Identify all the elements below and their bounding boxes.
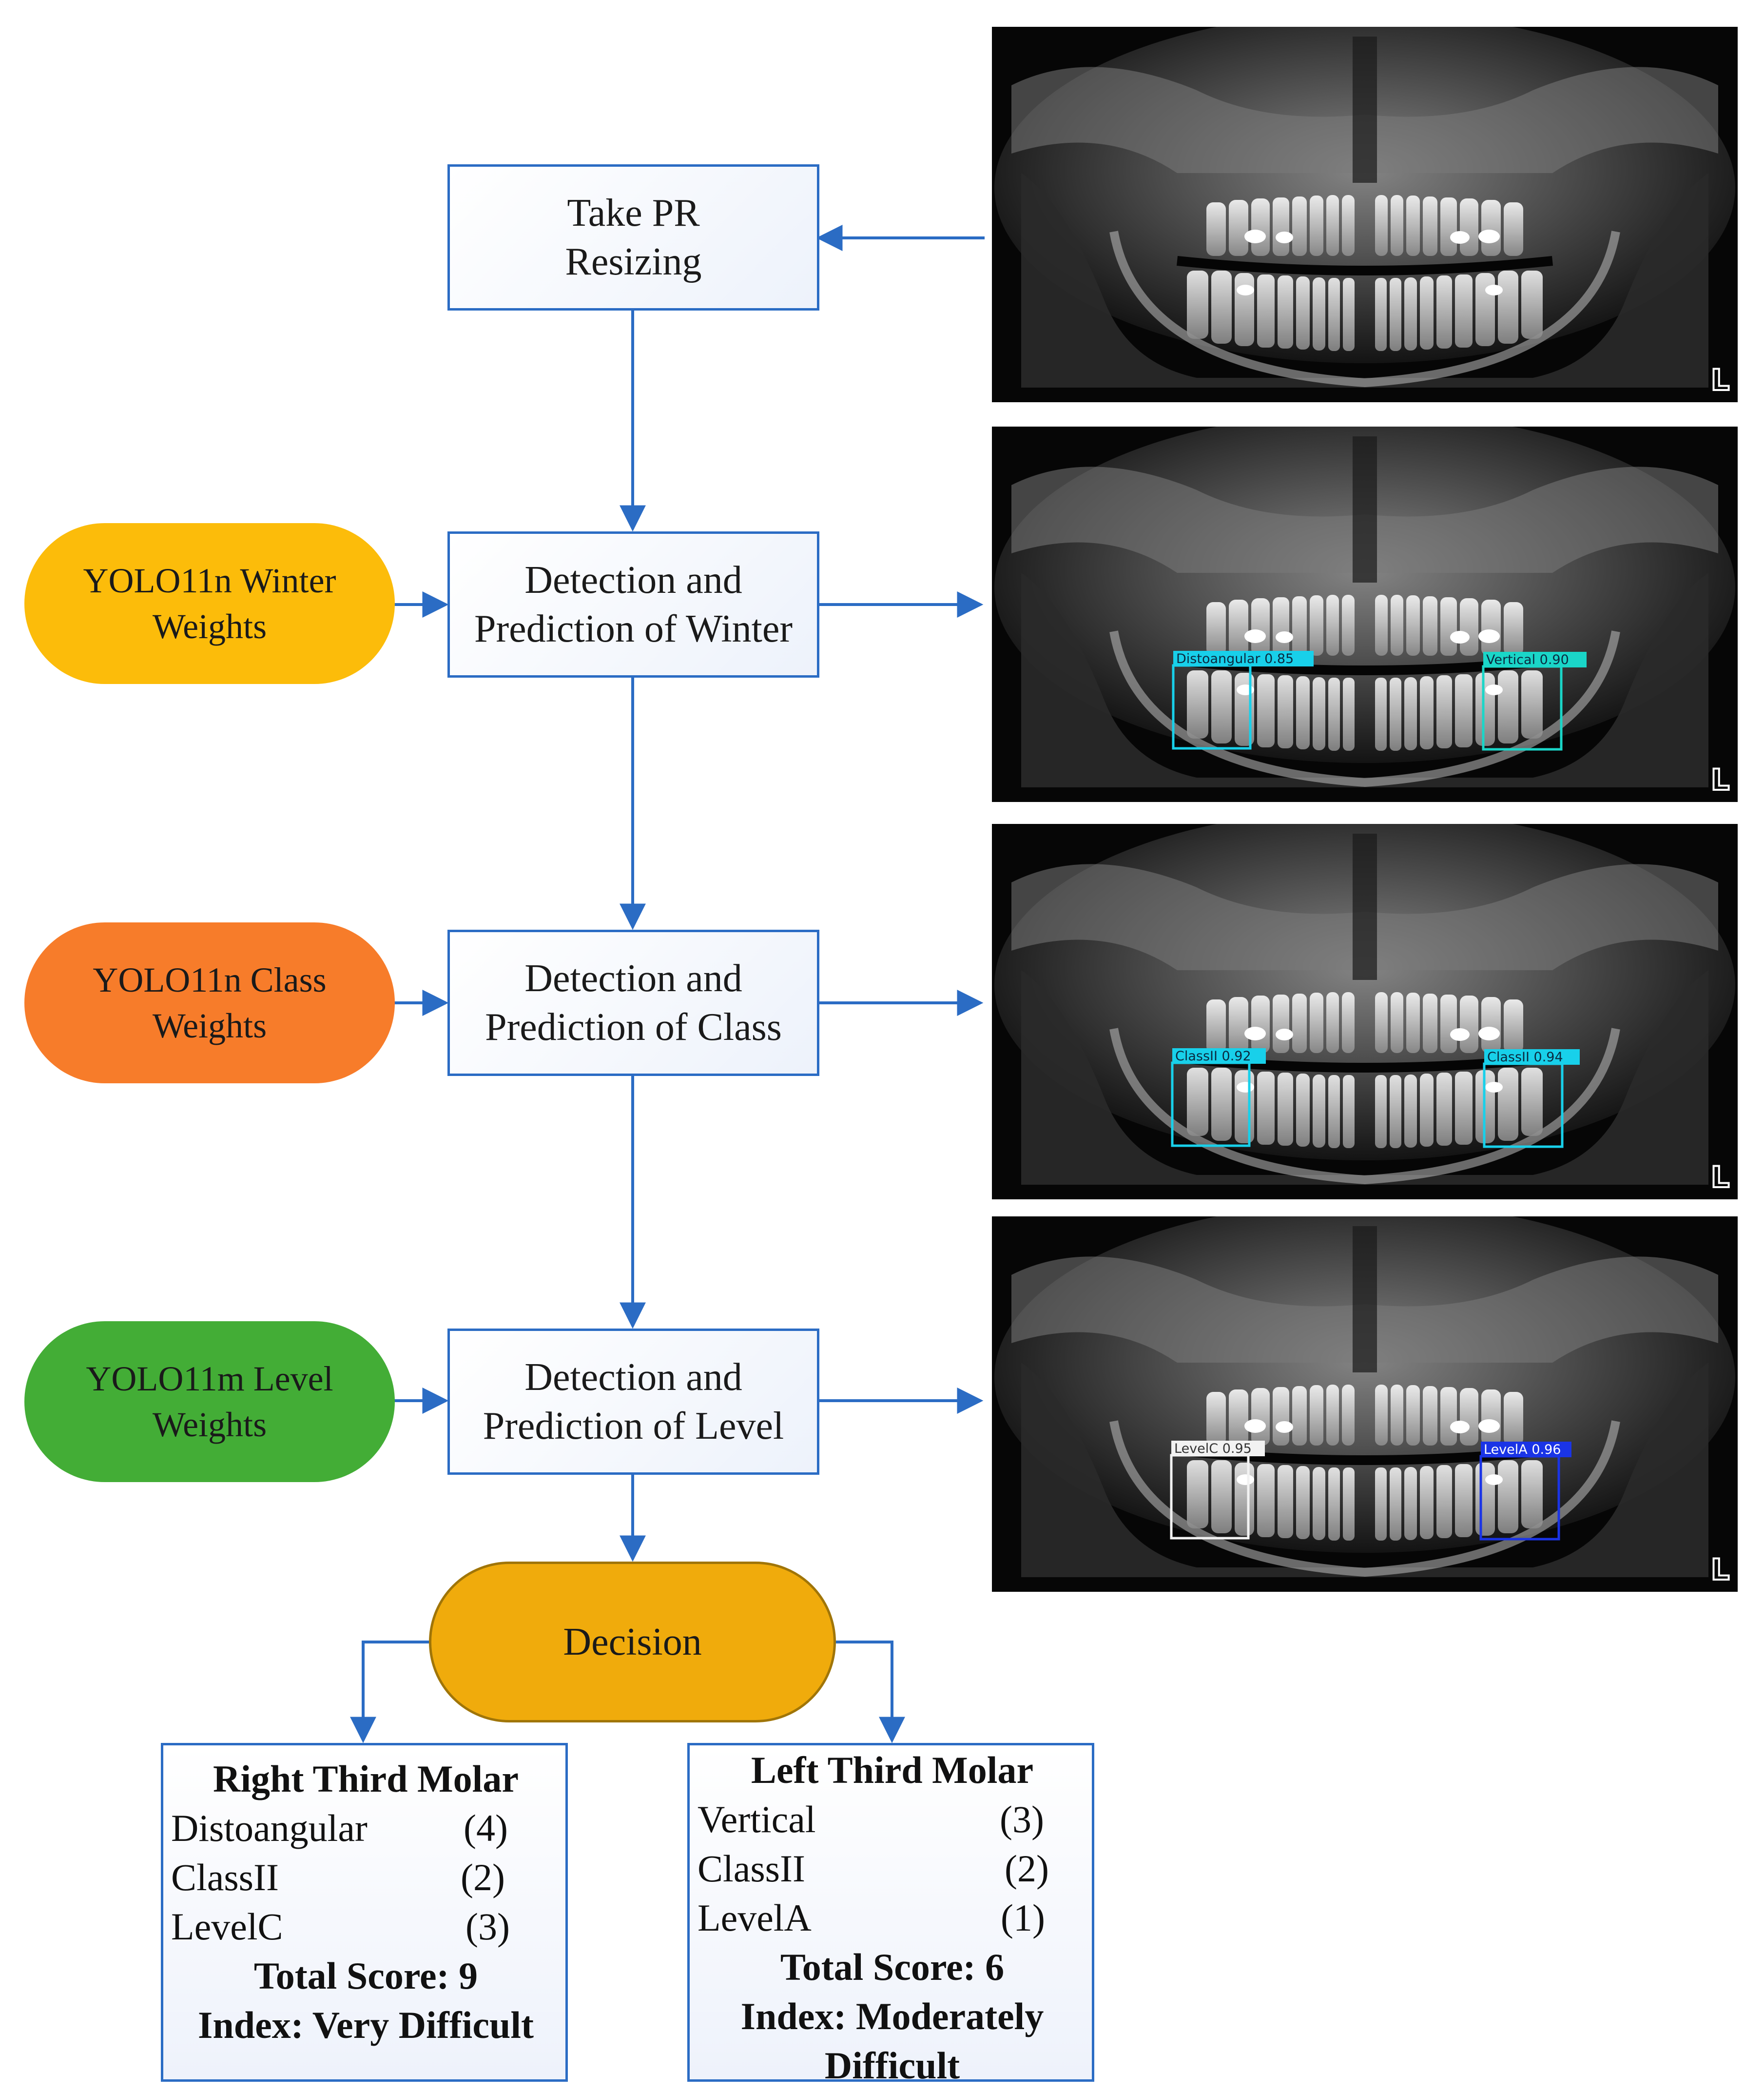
left-molar-row-name: ClassII — [698, 1847, 805, 1890]
left-molar-row-value: (2) — [1005, 1847, 1049, 1890]
panoramic-xray-image: LevelC 0.95 LevelA 0.96 — [992, 1216, 1738, 1592]
right-molar-total: Total Score: 9 — [253, 1955, 478, 1997]
right-molar-row-name: Distoangular — [171, 1807, 368, 1849]
detection-box-right: Distoangular 0.85 — [1172, 651, 1314, 750]
left-molar-row: Vertical (3) — [698, 1795, 1087, 1844]
class-weights-line1: YOLO11n Class — [93, 960, 327, 999]
xray-class-output: ClassII 0.92 ClassII 0.94 — [992, 824, 1738, 1199]
xray-level-output: LevelC 0.95 LevelA 0.96 — [992, 1216, 1738, 1592]
left-molar-row: LevelA (1) — [698, 1893, 1087, 1942]
decision-label: Decision — [563, 1621, 702, 1663]
class-weights-line2: Weights — [152, 1006, 267, 1045]
right-molar-row-value: (3) — [465, 1905, 510, 1948]
left-molar-total: Total Score: 6 — [780, 1946, 1005, 1988]
level-weights-line2: Weights — [152, 1405, 267, 1444]
right-third-molar-result: Right Third Molar Distoangular (4) Class… — [161, 1743, 568, 2082]
right-molar-row-value: (4) — [464, 1807, 508, 1849]
panoramic-xray-image — [992, 27, 1738, 402]
winter-weights: YOLO11n Winter Weights — [24, 523, 395, 684]
detection-box-left: Vertical 0.90 — [1482, 652, 1587, 751]
winter-weights-line2: Weights — [152, 607, 267, 646]
step-take-pr-line1: Take PR — [567, 192, 700, 235]
left-third-molar-result: Left Third Molar Vertical (3) ClassII (2… — [687, 1743, 1094, 2087]
left-molar-index-line2: Difficult — [824, 2044, 960, 2087]
decision-node: Decision — [429, 1562, 836, 1722]
detection-label-right: ClassII 0.92 — [1175, 1049, 1251, 1064]
right-molar-row-name: LevelC — [171, 1905, 283, 1948]
step-detect-level-line1: Detection and — [524, 1356, 742, 1399]
detection-label-left: ClassII 0.94 — [1487, 1050, 1563, 1065]
level-weights: YOLO11m Level Weights — [24, 1321, 395, 1482]
panoramic-xray-image: ClassII 0.92 ClassII 0.94 — [992, 824, 1738, 1199]
arrow-decision-to-left — [836, 1641, 905, 1743]
detection-label-right: Distoangular 0.85 — [1176, 651, 1294, 666]
panoramic-xray-image: Distoangular 0.85 Vertical 0.90 — [992, 427, 1738, 802]
detection-box-right: LevelC 0.95 — [1170, 1441, 1265, 1540]
left-molar-row-value: (1) — [1001, 1896, 1045, 1939]
left-molar-index-line1: Index: Moderately — [740, 1995, 1044, 2037]
detection-label-left: LevelA 0.96 — [1484, 1442, 1561, 1457]
right-molar-row: Distoangular (4) — [171, 1803, 561, 1853]
right-molar-index: Index: Very Difficult — [198, 2004, 534, 2046]
right-molar-row-value: (2) — [461, 1856, 505, 1898]
right-molar-row: LevelC (3) — [171, 1902, 561, 1951]
right-molar-title: Right Third Molar — [213, 1758, 519, 1800]
step-detect-class-line1: Detection and — [524, 957, 742, 1000]
step-detect-winter-line2: Prediction of Winter — [474, 607, 793, 650]
right-molar-row: ClassII (2) — [171, 1853, 561, 1902]
level-weights-line1: YOLO11m Level — [86, 1359, 333, 1398]
right-molar-row-name: ClassII — [171, 1856, 279, 1898]
step-detect-level-line2: Prediction of Level — [483, 1405, 784, 1447]
step-detect-winter-line1: Detection and — [524, 559, 742, 602]
detection-label-left: Vertical 0.90 — [1486, 652, 1569, 667]
detection-label-right: LevelC 0.95 — [1174, 1441, 1252, 1456]
step-take-pr-line2: Resizing — [565, 240, 702, 283]
step-take-pr: Take PR Resizing — [447, 164, 819, 311]
detection-box-left: ClassII 0.94 — [1483, 1049, 1580, 1148]
winter-weights-line1: YOLO11n Winter — [83, 561, 336, 600]
left-molar-row-value: (3) — [1000, 1798, 1044, 1840]
step-detect-winter: Detection and Prediction of Winter — [447, 531, 819, 678]
left-molar-row-name: LevelA — [698, 1896, 812, 1939]
left-molar-row-name: Vertical — [698, 1798, 816, 1840]
arrow-decision-to-right — [350, 1641, 429, 1743]
step-detect-class: Detection and Prediction of Class — [447, 930, 819, 1076]
class-weights: YOLO11n Class Weights — [24, 922, 395, 1083]
left-molar-row: ClassII (2) — [698, 1844, 1087, 1893]
left-molar-title: Left Third Molar — [751, 1749, 1034, 1791]
step-detect-level: Detection and Prediction of Level — [447, 1329, 819, 1475]
detection-box-right: ClassII 0.92 — [1171, 1048, 1266, 1147]
detection-box-left: LevelA 0.96 — [1479, 1442, 1571, 1541]
xray-winter-output: Distoangular 0.85 Vertical 0.90 — [992, 427, 1738, 802]
step-detect-class-line2: Prediction of Class — [485, 1006, 782, 1049]
xray-input — [992, 27, 1738, 402]
